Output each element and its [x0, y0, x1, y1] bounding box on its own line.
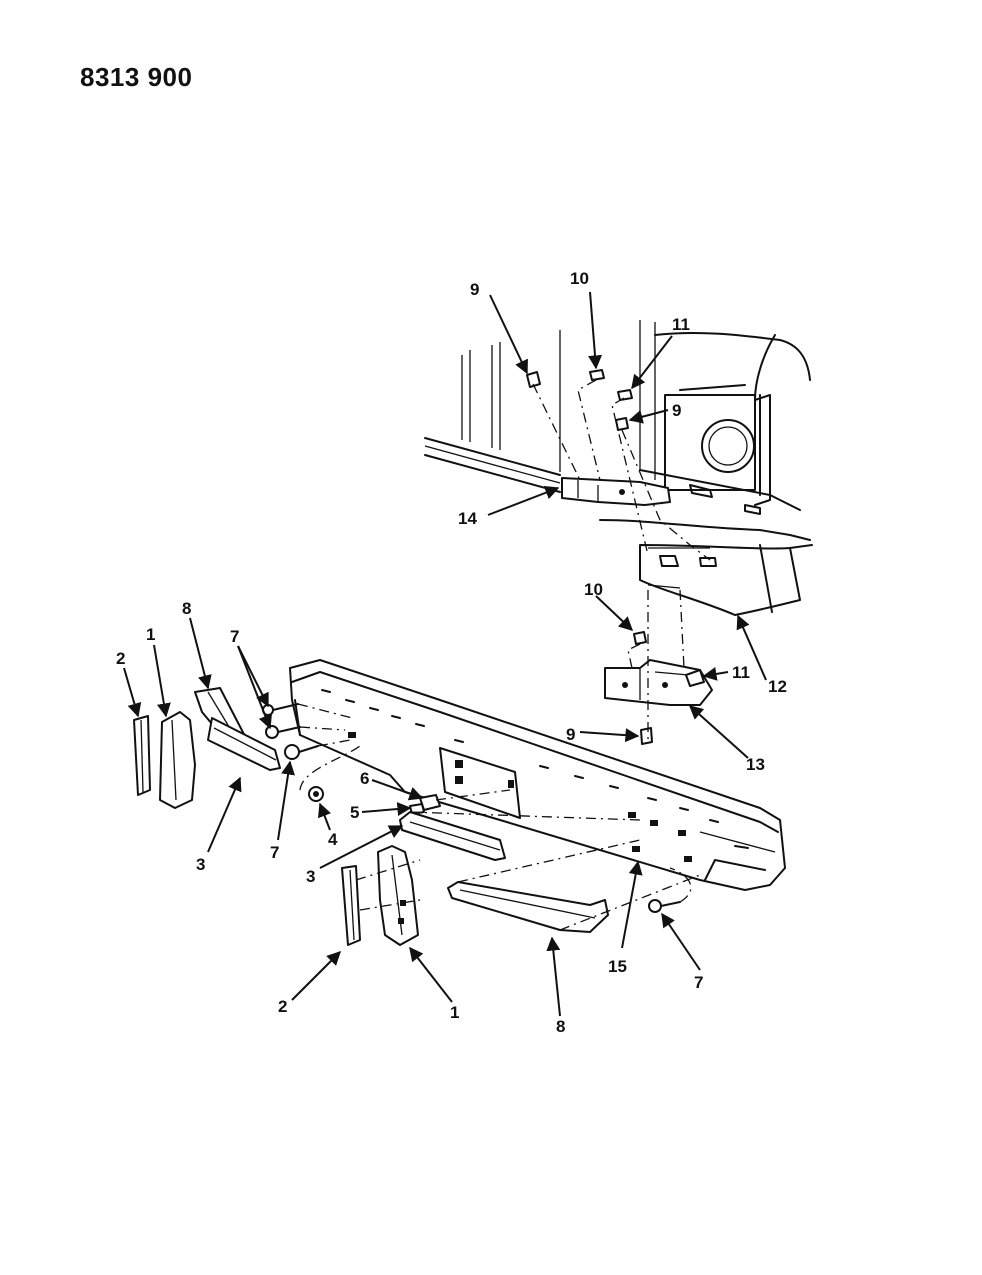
bracket-13 [604, 659, 713, 706]
callout-2: 2 [278, 997, 287, 1016]
callout-11: 11 [732, 663, 750, 682]
callout-10: 10 [584, 580, 603, 599]
callout-labels: 9 10 11 9 14 10 11 12 9 13 8 1 2 7 3 7 4… [116, 269, 787, 1036]
bumper-bar [289, 659, 786, 891]
guard-pad-2-left [133, 715, 151, 796]
callout-1: 1 [450, 1003, 459, 1022]
callout-7: 7 [270, 843, 279, 862]
callout-12: 12 [768, 677, 787, 696]
end-molding-8-lower [447, 839, 701, 933]
bumper-guard-1-left [159, 711, 196, 809]
callout-9: 9 [566, 725, 575, 744]
callout-9: 9 [470, 280, 479, 299]
nut-4 [299, 745, 361, 802]
callout-8: 8 [556, 1017, 565, 1036]
callout-6: 6 [360, 769, 369, 788]
callout-8: 8 [182, 599, 191, 618]
fasteners-upper [526, 369, 711, 561]
callout-10: 10 [570, 269, 589, 288]
bolt-7-lower [648, 867, 692, 913]
callout-3: 3 [306, 867, 315, 886]
callout-2: 2 [116, 649, 125, 668]
callout-1: 1 [146, 625, 155, 644]
callout-7: 7 [694, 973, 703, 992]
callout-14: 14 [458, 509, 477, 528]
callout-4: 4 [328, 830, 338, 849]
callout-7: 7 [230, 627, 239, 646]
callout-9: 9 [672, 401, 681, 420]
callout-15: 15 [608, 957, 627, 976]
clip-5-6 [409, 789, 511, 815]
document-id: 8313 900 [80, 62, 193, 92]
callout-13: 13 [746, 755, 765, 774]
callout-5: 5 [350, 803, 359, 822]
rub-strip-3-upper [207, 717, 281, 771]
bumper-guard-1-right [377, 845, 419, 946]
fasteners-lower [627, 589, 705, 745]
bracket-14 [561, 477, 671, 506]
bolts-7-upper [262, 703, 353, 760]
callout-11: 11 [672, 315, 690, 334]
callout-3: 3 [196, 855, 205, 874]
vehicle-body-front [424, 320, 813, 616]
guard-pad-2-right [341, 859, 421, 946]
callout-arrows [123, 291, 767, 1017]
